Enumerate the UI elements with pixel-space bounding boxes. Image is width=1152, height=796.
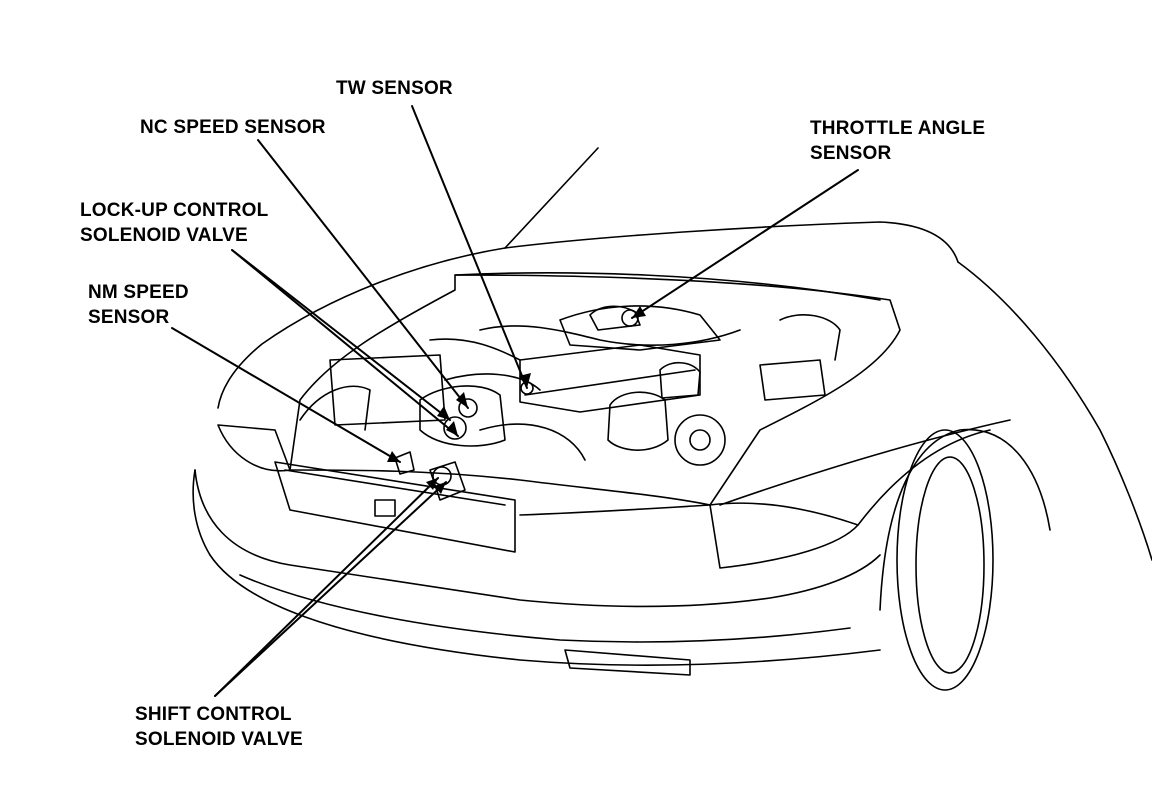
left-headlight xyxy=(217,424,291,472)
arrowhead-throttle xyxy=(632,306,646,318)
arrowhead-tw xyxy=(519,373,531,388)
label-lockup-control-solenoid-valve: LOCK-UP CONTROL SOLENOID VALVE xyxy=(80,200,269,246)
arrowhead-nc xyxy=(456,392,468,408)
wheel-arch xyxy=(879,428,1051,611)
grille-inner xyxy=(284,469,506,506)
nm-speed-sensor-body xyxy=(394,451,415,475)
leader-lockup-2 xyxy=(231,249,459,437)
strut-tower-left xyxy=(299,385,371,431)
firewall-line xyxy=(454,272,881,301)
arrowhead-lockup-2 xyxy=(446,421,458,436)
bumper-lower xyxy=(209,554,881,667)
pulley xyxy=(674,414,726,466)
leader-shift-2 xyxy=(214,481,447,697)
throttle-body xyxy=(589,305,641,331)
label-nm-speed-sensor: NM SPEED SENSOR xyxy=(88,282,189,328)
upper-panel-line xyxy=(289,469,711,506)
body-right-upper xyxy=(719,419,1011,506)
leader-nc-speed-sensor xyxy=(257,139,469,409)
engine-bay-rim xyxy=(289,274,901,506)
hood-outline xyxy=(504,147,599,249)
wiring-harness-2 xyxy=(429,338,521,361)
transmission-case xyxy=(419,385,506,447)
headlight-strip xyxy=(519,504,711,516)
arrowhead-shift-1 xyxy=(426,478,438,490)
reservoir xyxy=(659,361,701,399)
arrowhead-shift-2 xyxy=(434,482,446,494)
label-tw-sensor: TW SENSOR xyxy=(336,78,453,99)
leader-shift-1 xyxy=(214,477,439,697)
valve-cover-ridge xyxy=(524,369,696,396)
valve-cover xyxy=(519,344,701,413)
wiring-harness xyxy=(479,325,741,346)
leader-lockup-1 xyxy=(231,249,451,421)
bumper-upper xyxy=(194,469,881,608)
right-fender xyxy=(957,261,1152,561)
front-wheel-inner xyxy=(915,456,985,674)
battery xyxy=(759,359,826,401)
label-shift-control-solenoid-valve: SHIFT CONTROL SOLENOID VALVE xyxy=(135,704,303,750)
hood-rear-edge xyxy=(504,221,959,263)
label-nc-speed-sensor: NC SPEED SENSOR xyxy=(140,117,326,138)
bumper-front-face xyxy=(192,469,211,556)
label-throttle-angle-sensor: THROTTLE ANGLE SENSOR xyxy=(810,118,986,164)
throttle-sensor-knob xyxy=(621,309,639,327)
leader-throttle-sensor xyxy=(631,169,859,319)
radiator-hose xyxy=(479,423,586,461)
hood-left-edge xyxy=(217,247,506,409)
front-fender-line xyxy=(857,429,991,526)
emblem xyxy=(374,499,396,517)
front-wheel-outer xyxy=(896,429,994,691)
alternator xyxy=(607,391,669,451)
air-cleaner xyxy=(329,354,446,426)
lockup-solenoid-body xyxy=(443,416,467,440)
right-headlight xyxy=(709,502,859,569)
leader-tw-sensor xyxy=(411,105,528,389)
strut-tower-right xyxy=(779,314,841,361)
nc-speed-sensor-body xyxy=(458,398,478,418)
arrowhead-nm xyxy=(387,451,400,462)
bumper-crease xyxy=(239,574,851,643)
arrowhead-lockup-1 xyxy=(437,406,450,420)
lower-vent xyxy=(564,649,691,676)
pulley-hub xyxy=(689,429,711,451)
leader-nm-speed-sensor xyxy=(171,327,401,463)
